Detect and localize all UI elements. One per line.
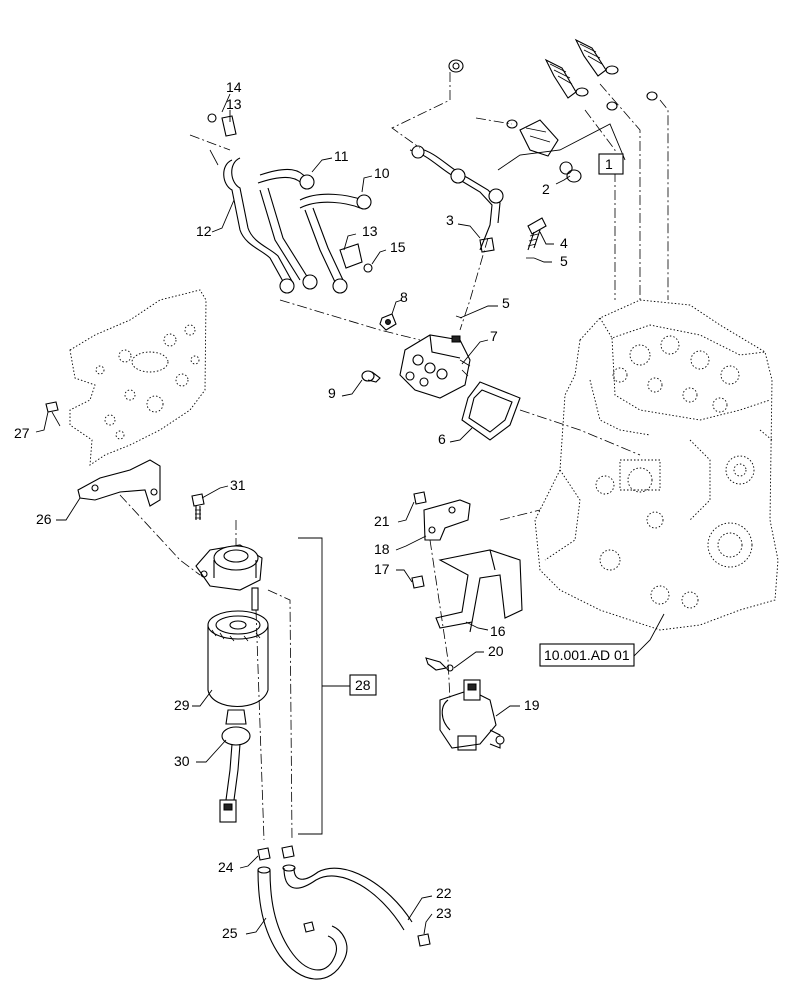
engine-block bbox=[534, 299, 779, 631]
box-label-28: 28 bbox=[355, 677, 371, 693]
callout-21: 21 bbox=[374, 513, 390, 529]
clamp-24 bbox=[257, 845, 295, 861]
callout-6: 6 bbox=[438, 431, 446, 447]
box-1-group: 1 bbox=[497, 123, 626, 175]
reference-box: 10.001.AD 01 bbox=[539, 643, 635, 667]
injection-lines bbox=[189, 113, 421, 341]
reference-label: 10.001.AD 01 bbox=[544, 647, 630, 663]
hose-25 bbox=[257, 866, 348, 980]
filter-head bbox=[195, 544, 263, 611]
callout-5a: 5 bbox=[560, 253, 568, 269]
callout-12: 12 bbox=[196, 223, 212, 239]
callout-26: 26 bbox=[36, 511, 52, 527]
bracket-16 bbox=[435, 549, 523, 633]
callout-numbers: 14 13 11 10 12 13 15 3 4 5 5 2 8 7 9 6 2… bbox=[14, 79, 568, 941]
callout-2: 2 bbox=[542, 181, 550, 197]
callout-18: 18 bbox=[374, 541, 390, 557]
callout-30: 30 bbox=[174, 753, 190, 769]
callout-19: 19 bbox=[524, 697, 540, 713]
clamp-23 bbox=[303, 921, 431, 947]
gasket-6 bbox=[461, 381, 521, 441]
callout-15: 15 bbox=[390, 239, 406, 255]
bolt-17 bbox=[411, 575, 425, 589]
lift-pump-19 bbox=[439, 679, 505, 751]
callout-14: 14 bbox=[226, 79, 242, 95]
callout-13: 13 bbox=[226, 96, 242, 112]
callout-13b: 13 bbox=[362, 223, 378, 239]
bolt-4 bbox=[527, 217, 547, 251]
callout-5b: 5 bbox=[502, 295, 510, 311]
callout-23: 23 bbox=[436, 905, 452, 921]
injection-pump bbox=[399, 334, 471, 399]
callout-9: 9 bbox=[328, 385, 336, 401]
pump-centerline bbox=[519, 409, 641, 456]
callout-7: 7 bbox=[490, 328, 498, 344]
callout-4: 4 bbox=[560, 235, 568, 251]
water-sensor-30 bbox=[219, 709, 251, 823]
callout-25: 25 bbox=[222, 925, 238, 941]
nut-8 bbox=[379, 313, 397, 331]
bracket-axis bbox=[499, 509, 541, 521]
callout-17: 17 bbox=[374, 561, 390, 577]
callout-3: 3 bbox=[446, 212, 454, 228]
bolt-21 bbox=[413, 491, 427, 505]
filter-axis-2 bbox=[267, 589, 293, 841]
filter-element bbox=[207, 610, 269, 708]
box-label-1: 1 bbox=[605, 156, 613, 172]
washer-5 bbox=[455, 257, 534, 319]
callout-24: 24 bbox=[218, 859, 234, 875]
pump-axis bbox=[429, 539, 451, 701]
callout-20: 20 bbox=[488, 643, 504, 659]
bracket-28: 28 bbox=[298, 537, 377, 835]
bolt-31 bbox=[191, 493, 205, 520]
fitting-3 bbox=[479, 237, 495, 253]
callout-11: 11 bbox=[334, 148, 349, 164]
callout-10: 10 bbox=[374, 165, 390, 181]
plug-9 bbox=[361, 370, 381, 383]
bracket-26 bbox=[77, 459, 201, 576]
bracket-18 bbox=[423, 499, 471, 541]
hose-22 bbox=[282, 864, 413, 931]
callout-29: 29 bbox=[174, 697, 190, 713]
callout-27: 27 bbox=[14, 425, 30, 441]
callout-16: 16 bbox=[490, 623, 506, 639]
mounting-plate bbox=[69, 289, 207, 466]
callout-22: 22 bbox=[436, 885, 452, 901]
center-lines bbox=[391, 59, 513, 331]
injector-assemblies bbox=[506, 38, 669, 300]
leader-lines bbox=[35, 93, 665, 935]
callout-8: 8 bbox=[400, 289, 408, 305]
clip-20 bbox=[425, 657, 454, 672]
callout-31: 31 bbox=[230, 477, 246, 493]
filter-axis bbox=[235, 520, 265, 841]
bolt-27 bbox=[45, 401, 61, 427]
